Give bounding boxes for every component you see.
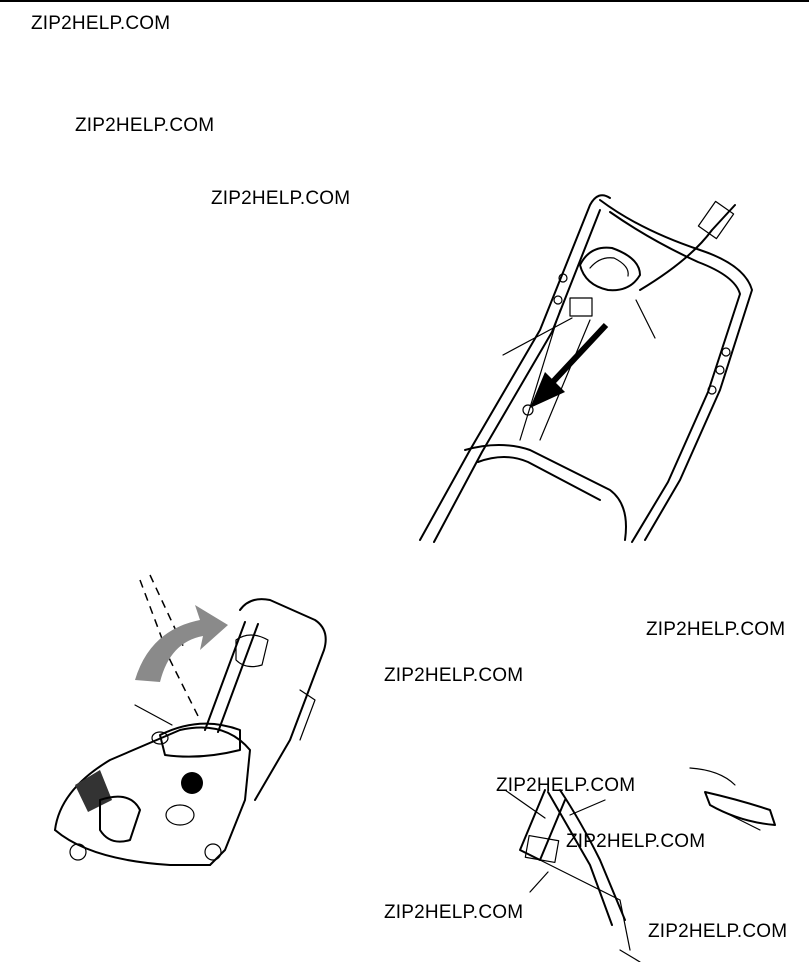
watermark-8: ZIP2HELP.COM	[384, 902, 524, 923]
top-rule	[0, 0, 809, 2]
watermark-2: ZIP2HELP.COM	[75, 115, 215, 136]
watermark-9: ZIP2HELP.COM	[648, 921, 788, 942]
watermark-7: ZIP2HELP.COM	[566, 831, 706, 852]
watermark-1: ZIP2HELP.COM	[31, 13, 171, 34]
watermark-4: ZIP2HELP.COM	[646, 619, 786, 640]
watermark-6: ZIP2HELP.COM	[496, 775, 636, 796]
watermark-5: ZIP2HELP.COM	[384, 665, 524, 686]
watermark-3: ZIP2HELP.COM	[211, 188, 351, 209]
